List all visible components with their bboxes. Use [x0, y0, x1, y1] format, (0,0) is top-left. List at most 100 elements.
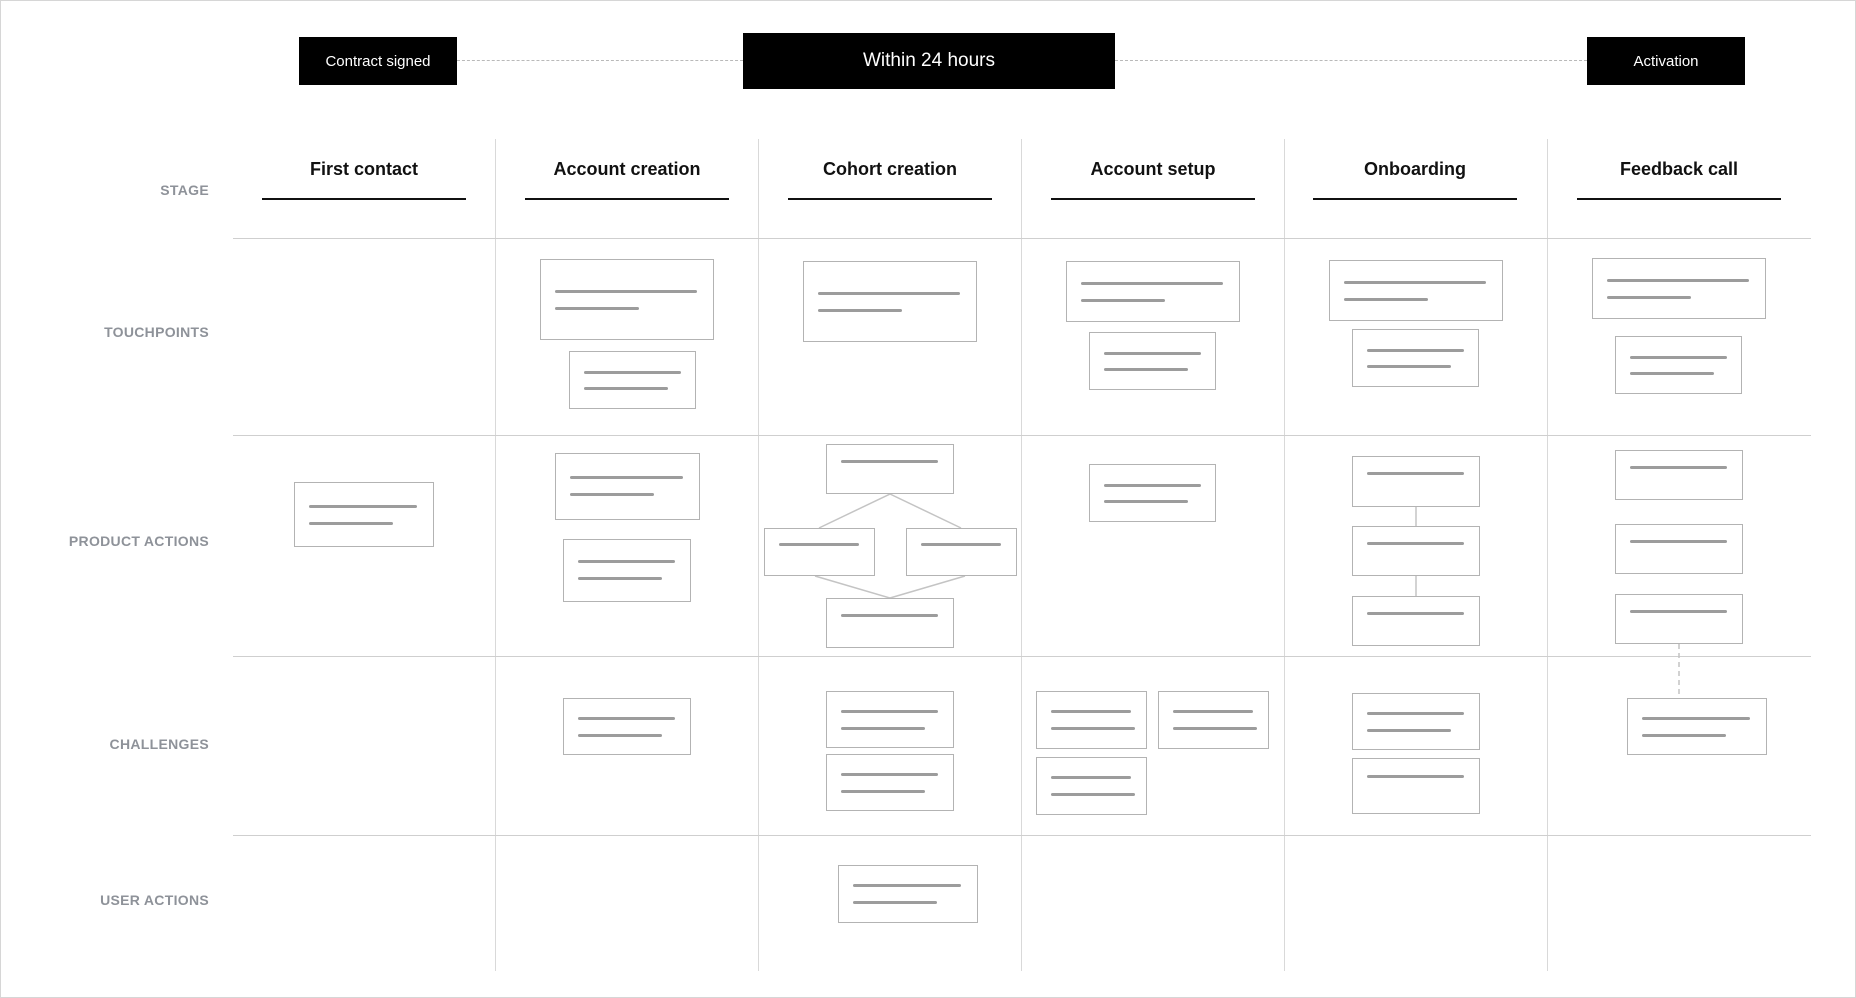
product-action-card	[1615, 594, 1743, 644]
text-placeholder-line	[1630, 466, 1727, 469]
product-action-card	[555, 453, 700, 520]
product-action-card	[1615, 524, 1743, 574]
product-action-card	[826, 598, 954, 648]
challenge-card	[826, 691, 954, 748]
text-placeholder-line	[818, 292, 960, 295]
product-action-card	[1089, 464, 1216, 522]
text-placeholder-line	[1607, 279, 1749, 282]
phase-within-24-hours: Within 24 hours	[743, 33, 1115, 89]
product-action-card	[1352, 596, 1480, 646]
phase-connector-left	[457, 60, 743, 61]
phase-connector-right	[1115, 60, 1587, 61]
touchpoint-card	[540, 259, 714, 340]
touchpoint-card	[1329, 260, 1503, 321]
text-placeholder-line	[1173, 710, 1253, 713]
text-placeholder-line	[1630, 372, 1714, 375]
challenge-card	[1036, 691, 1147, 749]
stage-feedback-call: Feedback call	[1577, 159, 1781, 200]
text-placeholder-line	[841, 460, 938, 463]
text-placeholder-line	[841, 710, 938, 713]
text-placeholder-line	[841, 614, 938, 617]
text-placeholder-line	[1607, 296, 1691, 299]
challenge-card	[1627, 698, 1767, 755]
text-placeholder-line	[1367, 472, 1464, 475]
text-placeholder-line	[1051, 727, 1135, 730]
stage-onboarding: Onboarding	[1313, 159, 1517, 200]
product-action-card	[906, 528, 1017, 576]
text-placeholder-line	[1344, 281, 1486, 284]
text-placeholder-line	[1081, 282, 1223, 285]
product-action-card	[764, 528, 875, 576]
challenge-card	[1158, 691, 1269, 749]
text-placeholder-line	[1367, 349, 1464, 352]
text-placeholder-line	[1104, 484, 1201, 487]
text-placeholder-line	[1630, 356, 1727, 359]
text-placeholder-line	[1642, 734, 1726, 737]
text-placeholder-line	[1104, 352, 1201, 355]
product-action-card	[826, 444, 954, 494]
column-divider	[1284, 139, 1285, 971]
text-placeholder-line	[853, 901, 937, 904]
text-placeholder-line	[1367, 542, 1464, 545]
text-placeholder-line	[570, 493, 654, 496]
row-label-user-actions: USER ACTIONS	[100, 892, 209, 908]
text-placeholder-line	[584, 387, 668, 390]
text-placeholder-line	[1367, 775, 1464, 778]
text-placeholder-line	[578, 717, 675, 720]
text-placeholder-line	[1367, 729, 1451, 732]
stage-account-setup: Account setup	[1051, 159, 1255, 200]
column-divider	[495, 139, 496, 971]
touchpoint-card	[569, 351, 696, 409]
row-label-challenges: CHALLENGES	[109, 736, 209, 752]
text-placeholder-line	[555, 290, 697, 293]
text-placeholder-line	[779, 543, 859, 546]
text-placeholder-line	[853, 884, 961, 887]
challenge-card	[1352, 693, 1480, 750]
text-placeholder-line	[1051, 710, 1131, 713]
challenge-card	[1352, 758, 1480, 814]
row-divider	[233, 238, 1811, 239]
row-label-stage: STAGE	[160, 182, 209, 198]
text-placeholder-line	[818, 309, 902, 312]
product-action-card	[1352, 526, 1480, 576]
stage-first-contact: First contact	[262, 159, 466, 200]
user-action-card	[838, 865, 978, 923]
touchpoint-card	[803, 261, 977, 342]
row-divider	[233, 435, 1811, 436]
text-placeholder-line	[1344, 298, 1428, 301]
text-placeholder-line	[578, 577, 662, 580]
challenge-card	[563, 698, 691, 755]
touchpoint-card	[1352, 329, 1479, 387]
text-placeholder-line	[1173, 727, 1257, 730]
phase-contract-signed: Contract signed	[299, 37, 457, 85]
text-placeholder-line	[555, 307, 639, 310]
stage-cohort-creation: Cohort creation	[788, 159, 992, 200]
text-placeholder-line	[1642, 717, 1750, 720]
text-placeholder-line	[578, 560, 675, 563]
text-placeholder-line	[1367, 612, 1464, 615]
row-divider	[233, 656, 1811, 657]
text-placeholder-line	[1104, 368, 1188, 371]
phase-activation: Activation	[1587, 37, 1745, 85]
text-placeholder-line	[1367, 712, 1464, 715]
text-placeholder-line	[841, 773, 938, 776]
text-placeholder-line	[1367, 365, 1451, 368]
text-placeholder-line	[578, 734, 662, 737]
text-placeholder-line	[1630, 610, 1727, 613]
row-divider	[233, 835, 1811, 836]
text-placeholder-line	[841, 727, 925, 730]
product-action-card	[563, 539, 691, 602]
column-divider	[1021, 139, 1022, 971]
product-action-card	[294, 482, 434, 547]
text-placeholder-line	[1630, 540, 1727, 543]
row-label-product-actions: PRODUCT ACTIONS	[68, 533, 209, 549]
text-placeholder-line	[309, 505, 417, 508]
column-divider	[758, 139, 759, 971]
touchpoint-card	[1066, 261, 1240, 322]
text-placeholder-line	[1104, 500, 1188, 503]
product-action-card	[1352, 456, 1480, 507]
text-placeholder-line	[584, 371, 681, 374]
text-placeholder-line	[1081, 299, 1165, 302]
touchpoint-card	[1592, 258, 1766, 319]
stage-account-creation: Account creation	[525, 159, 729, 200]
